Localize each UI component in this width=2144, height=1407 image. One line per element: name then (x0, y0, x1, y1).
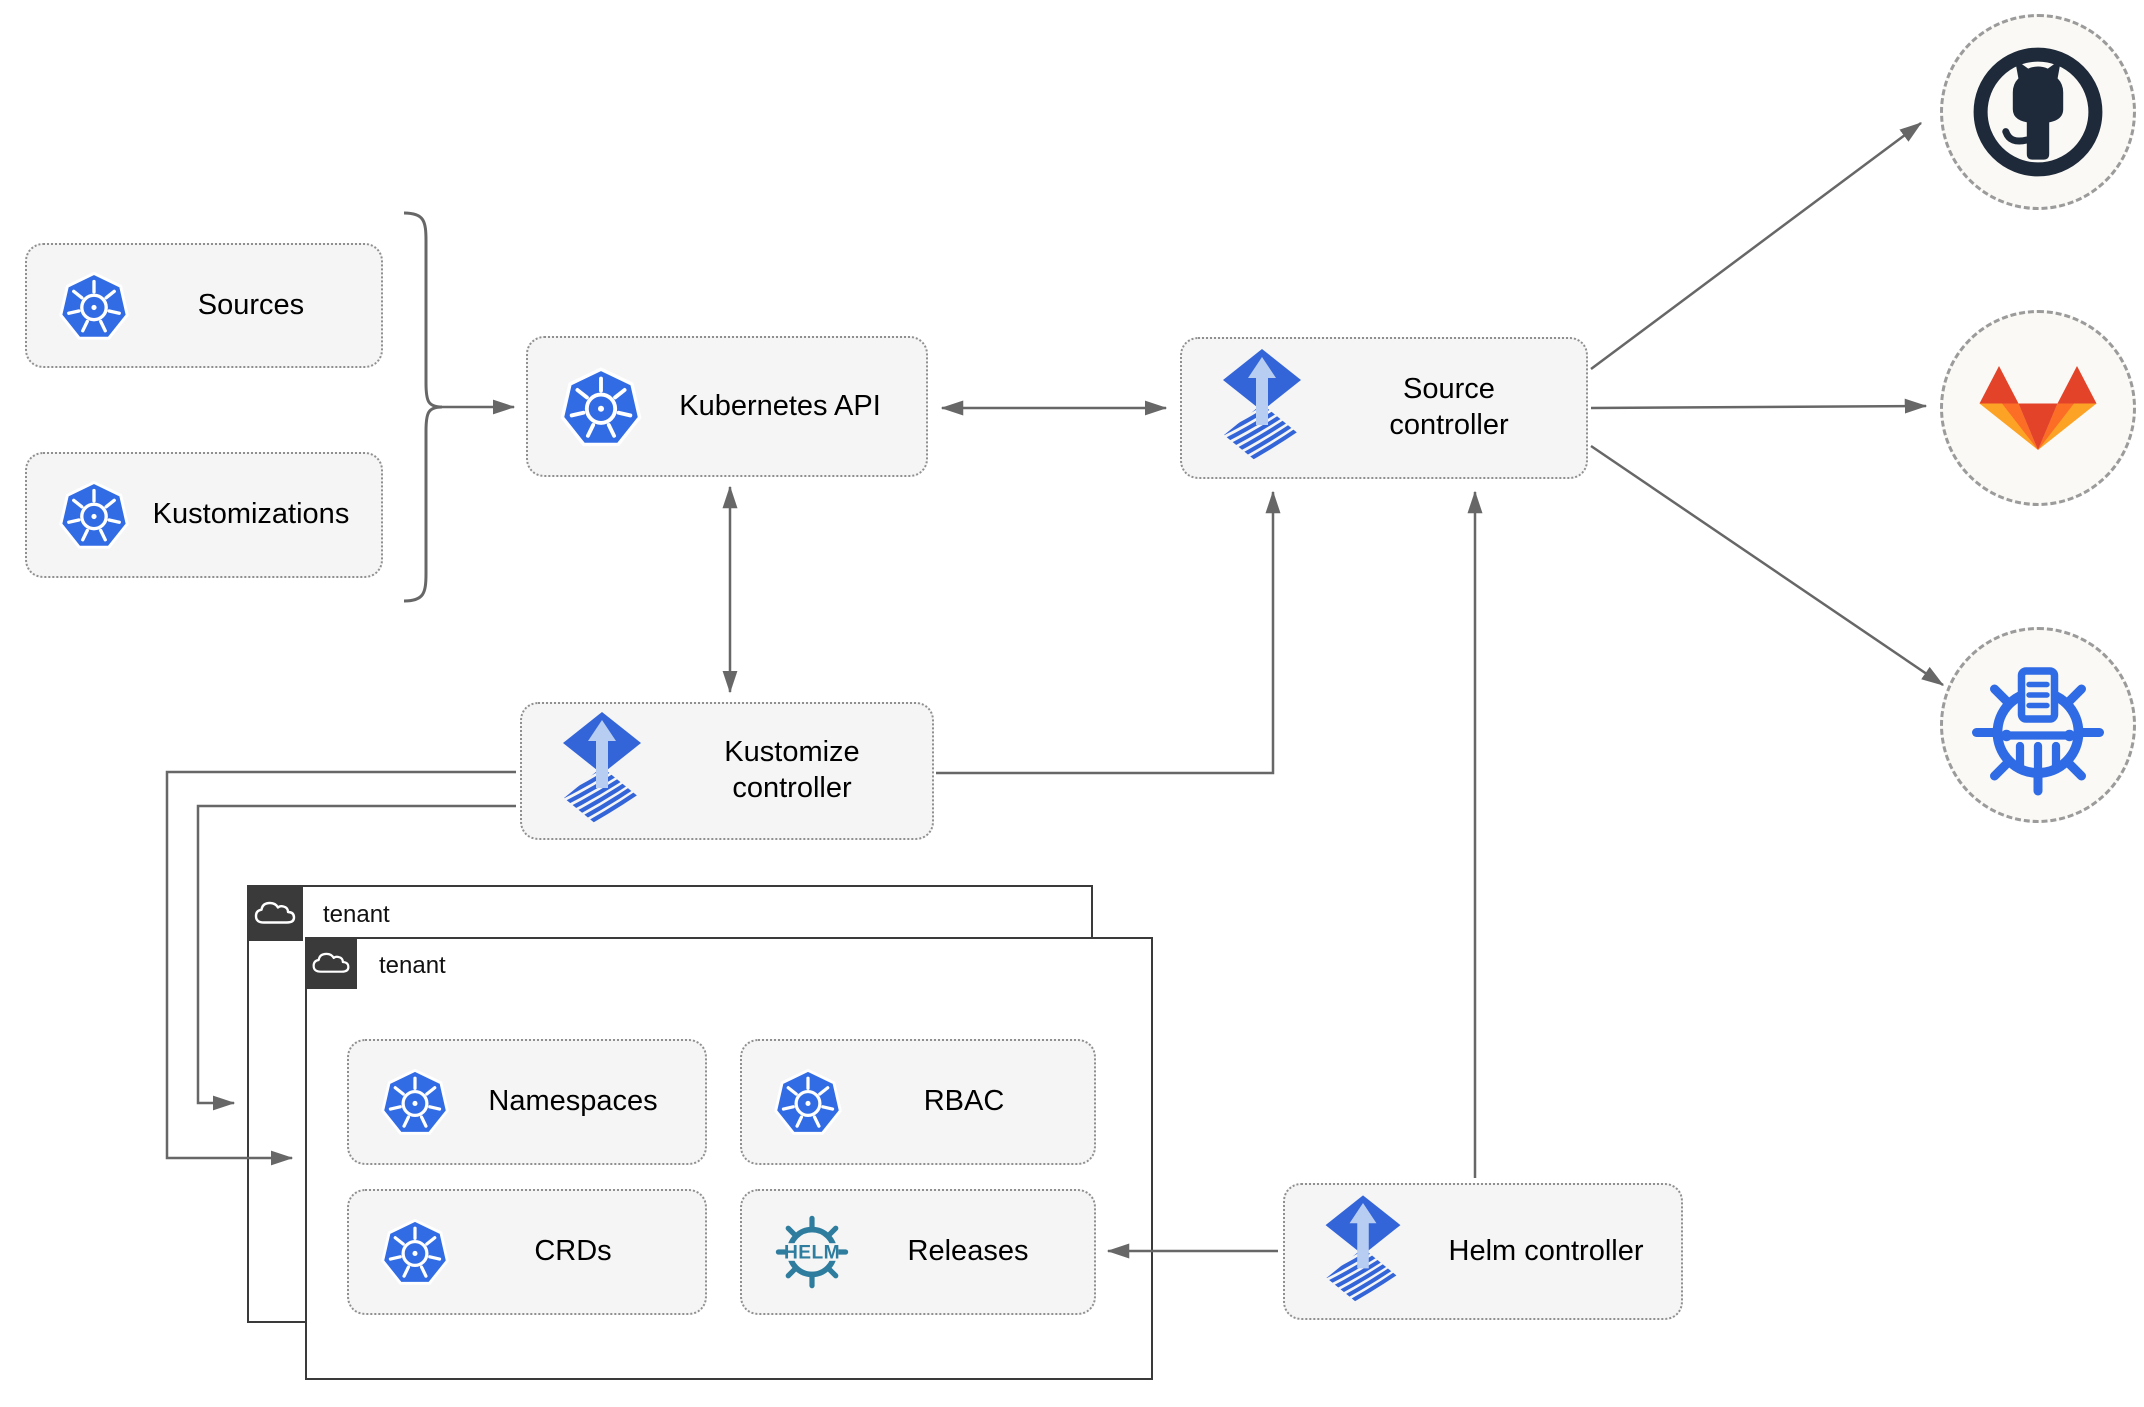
tenant-container-inner: tenant Namespaces RBAC CRDs HELM Release… (304, 936, 1153, 1380)
node-label: Helm controller (1448, 1234, 1644, 1267)
brace-sources-group (403, 211, 443, 603)
node-kustomizations[interactable]: Kustomizations (25, 452, 383, 578)
node-namespaces[interactable]: Namespaces (347, 1039, 707, 1165)
kubernetes-icon (57, 269, 131, 343)
node-source-controller[interactable]: Source controller (1180, 337, 1588, 479)
node-label: Sources (197, 288, 305, 321)
gitlab-repository-node[interactable] (1940, 310, 2136, 506)
tenant-label: tenant (323, 901, 390, 928)
edge-source-to-gitlab (1590, 398, 1928, 414)
tenant-header-chip (304, 936, 357, 989)
github-octocat-icon (1968, 42, 2108, 182)
node-helm-controller[interactable]: Helm controller (1283, 1183, 1683, 1320)
cloud-icon (312, 952, 349, 973)
cloud-icon (254, 901, 295, 924)
node-sources[interactable]: Sources (25, 243, 383, 368)
node-kubernetes-api[interactable]: Kubernetes API (526, 336, 928, 477)
kubernetes-icon (379, 1066, 451, 1138)
tenant-header-chip (246, 884, 303, 941)
flux-icon (1212, 349, 1312, 467)
kubernetes-icon (57, 478, 131, 552)
tenant-label: tenant (379, 952, 446, 979)
gitlab-fox-icon (1979, 366, 2097, 450)
flux-icon (552, 712, 652, 830)
node-label: Namespaces (488, 1085, 658, 1118)
flux-icon (1315, 1195, 1411, 1309)
edge-kustomize-to-source-controller (936, 490, 1281, 775)
node-label: Source controller (1389, 373, 1509, 441)
kubernetes-icon (379, 1216, 451, 1288)
github-repository-node[interactable] (1940, 14, 2136, 210)
node-label: RBAC (923, 1085, 1005, 1118)
edge-source-to-helm-repository (1590, 444, 1945, 687)
chartmuseum-helm-repository-icon (1963, 650, 2113, 800)
kubernetes-icon (558, 364, 644, 450)
node-crds[interactable]: CRDs (347, 1189, 707, 1315)
node-rbac[interactable]: RBAC (740, 1039, 1096, 1165)
node-label: Kustomize controller (724, 736, 860, 804)
edge-source-to-github (1590, 121, 1923, 371)
node-label: Kustomizations (152, 498, 350, 531)
node-releases[interactable]: HELM Releases (740, 1189, 1096, 1315)
node-label: Releases (907, 1235, 1029, 1268)
node-kustomize-controller[interactable]: Kustomize controller (520, 702, 934, 840)
node-label: CRDs (534, 1235, 612, 1268)
svg-text:HELM: HELM (784, 1242, 840, 1263)
kubernetes-icon (772, 1066, 844, 1138)
helm-icon: HELM (772, 1212, 852, 1292)
helm-repository-node[interactable] (1940, 627, 2136, 823)
node-label: Kubernetes API (679, 389, 881, 422)
